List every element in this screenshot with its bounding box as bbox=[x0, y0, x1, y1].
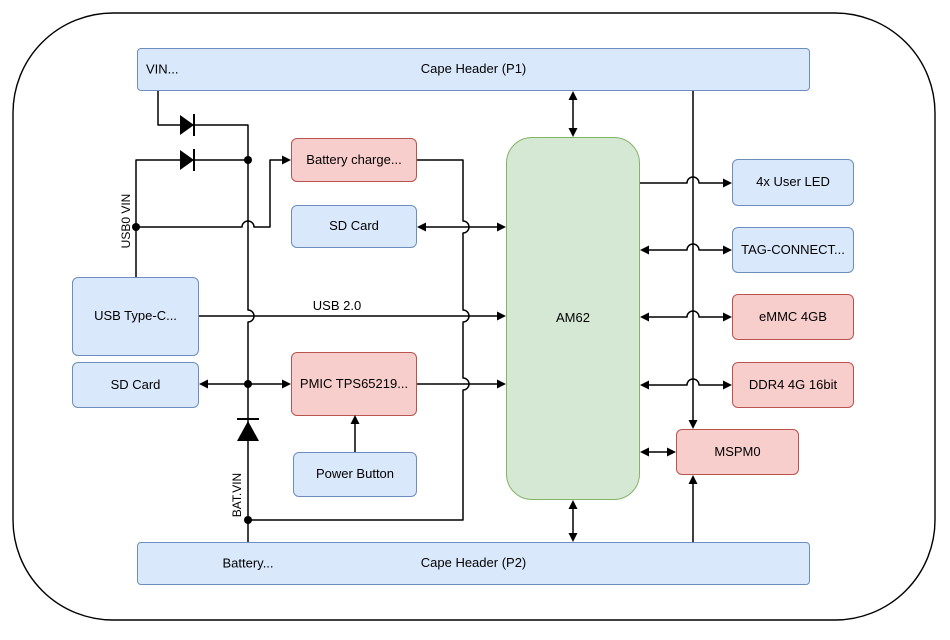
arrow-right-icon bbox=[497, 379, 506, 389]
node-label: Cape Header (P2) bbox=[420, 555, 527, 571]
arrow-left-icon bbox=[640, 312, 649, 322]
node-cape-header-p2: Cape Header (P2) Battery... bbox=[137, 542, 810, 585]
arrow-left-icon bbox=[640, 245, 649, 255]
node-label: PMIC TPS65219... bbox=[299, 375, 409, 391]
arrow-up-icon bbox=[568, 500, 578, 509]
wire-am62-ddr4 bbox=[649, 378, 723, 386]
board-outline bbox=[12, 12, 936, 621]
arrow-down-icon bbox=[568, 533, 578, 542]
junction-dot bbox=[244, 516, 252, 524]
diodes bbox=[180, 114, 259, 441]
net-label-usb2: USB 2.0 bbox=[312, 298, 362, 313]
node-label: SD Card bbox=[110, 376, 161, 392]
node-label: AM62 bbox=[556, 310, 590, 326]
node-power-button: Power Button bbox=[293, 452, 417, 497]
node-tag-connect: TAG-CONNECT... bbox=[732, 227, 854, 273]
junction-dots bbox=[132, 156, 252, 524]
net-label-vin: VIN... bbox=[146, 61, 179, 77]
net-label-bat-vin: BAT.VIN bbox=[230, 472, 244, 518]
arrow-up-icon bbox=[350, 415, 360, 424]
junction-dot bbox=[132, 223, 140, 231]
node-label: 4x User LED bbox=[756, 174, 830, 190]
arrow-right-icon bbox=[497, 311, 506, 321]
diode-icon bbox=[237, 418, 259, 441]
node-mspm0: MSPM0 bbox=[676, 429, 799, 475]
node-pmic: PMIC TPS65219... bbox=[291, 352, 417, 416]
arrow-down-icon bbox=[568, 128, 578, 137]
arrow-left-icon bbox=[640, 447, 649, 457]
arrowheads bbox=[199, 91, 732, 542]
node-usb-type-c: USB Type-C... bbox=[72, 277, 199, 356]
arrow-left-icon bbox=[640, 380, 649, 390]
node-sd-card-left: SD Card bbox=[72, 362, 199, 408]
net-label-usb0-vin: USB0 VIN bbox=[119, 193, 133, 249]
arrow-right-icon bbox=[723, 380, 732, 390]
arrow-right-icon bbox=[282, 155, 291, 165]
node-label: SD Card bbox=[329, 218, 379, 234]
node-cape-header-p1: Cape Header (P1) VIN... bbox=[137, 48, 810, 91]
node-label: MSPM0 bbox=[714, 443, 761, 459]
junction-dot bbox=[244, 156, 252, 164]
net-label-battery: Battery... bbox=[222, 555, 274, 571]
arrow-right-icon bbox=[723, 312, 732, 322]
wire-charger-battery-return bbox=[248, 159, 470, 521]
arrow-left-icon bbox=[417, 222, 426, 232]
node-sd-card-mid: SD Card bbox=[291, 205, 417, 248]
arrow-up-icon bbox=[688, 475, 698, 484]
junction-dot bbox=[244, 380, 252, 388]
wire-power-rail bbox=[247, 160, 255, 542]
diode-icon bbox=[180, 149, 195, 171]
node-ddr4: DDR4 4G 16bit bbox=[732, 362, 854, 408]
node-label: DDR4 4G 16bit bbox=[748, 376, 838, 392]
wire-p1-vin-feed bbox=[157, 91, 249, 158]
node-battery-charger: Battery charge... bbox=[291, 138, 417, 182]
node-label: Cape Header (P1) bbox=[420, 61, 527, 77]
node-label: Power Button bbox=[315, 466, 395, 482]
arrow-right-icon bbox=[282, 379, 291, 389]
node-emmc: eMMC 4GB bbox=[732, 294, 854, 340]
node-label: eMMC 4GB bbox=[759, 308, 827, 324]
diode-icon bbox=[180, 114, 195, 136]
wire-usbc-vin-rail bbox=[135, 159, 248, 277]
arrow-right-icon bbox=[723, 245, 732, 255]
arrow-down-icon bbox=[688, 420, 698, 429]
wire-am62-emmc bbox=[649, 310, 723, 318]
node-label: Battery charge... bbox=[306, 151, 402, 167]
wire-am62-tag bbox=[649, 243, 723, 251]
arrow-left-icon bbox=[199, 379, 208, 389]
arrow-right-icon bbox=[667, 447, 676, 457]
node-am62: AM62 bbox=[506, 137, 640, 500]
arrow-right-icon bbox=[497, 222, 506, 232]
node-label: USB Type-C... bbox=[94, 308, 177, 324]
arrow-right-icon bbox=[723, 178, 732, 188]
node-user-led: 4x User LED bbox=[732, 159, 854, 206]
arrow-up-icon bbox=[568, 91, 578, 100]
node-label: TAG-CONNECT... bbox=[741, 241, 845, 257]
wire-usb0vin-to-charger bbox=[136, 159, 282, 228]
wire-am62-led bbox=[640, 176, 723, 184]
